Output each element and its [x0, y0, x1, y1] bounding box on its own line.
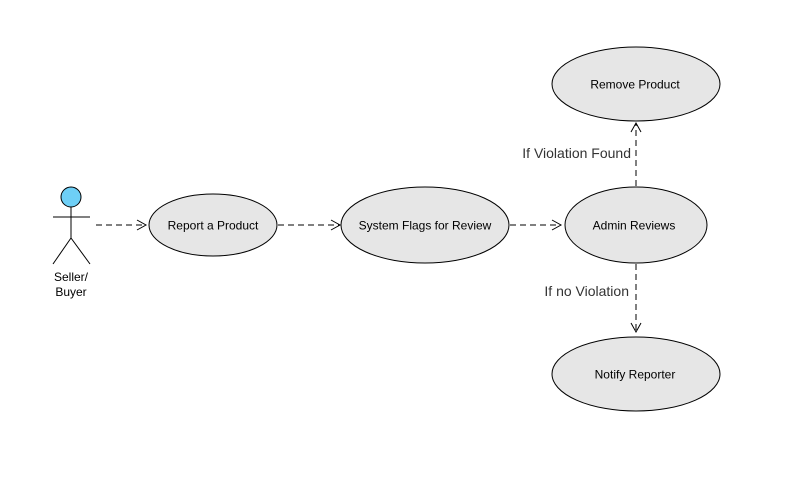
edge-admin-to-notify: If no Violation: [544, 264, 642, 334]
use-case-report-product[interactable]: Report a Product: [148, 193, 278, 257]
actor-label-line2: Buyer: [55, 285, 86, 299]
actor-left-leg: [52, 237, 72, 265]
edge-label-violation-found: If Violation Found: [522, 145, 631, 161]
use-case-system-flags[interactable]: System Flags for Review: [340, 186, 510, 264]
arrowhead: [136, 219, 148, 231]
use-case-label: Report a Product: [168, 219, 259, 233]
edge-label-no-violation: If no Violation: [544, 283, 629, 299]
edge-admin-to-remove: If Violation Found: [522, 121, 642, 186]
use-case-label: Remove Product: [590, 78, 680, 92]
use-case-remove-product[interactable]: Remove Product: [551, 46, 721, 122]
arrowhead: [551, 219, 563, 231]
use-case-admin-reviews[interactable]: Admin Reviews: [564, 186, 708, 264]
actor-right-leg: [70, 237, 91, 265]
edge-flag-to-admin: [510, 219, 563, 231]
use-case-ellipse[interactable]: [148, 193, 278, 257]
actor-head: [60, 186, 82, 208]
use-case-label: Notify Reporter: [595, 368, 676, 382]
use-case-label: Admin Reviews: [593, 219, 676, 233]
use-case-ellipse[interactable]: [340, 186, 510, 264]
actor-label-line1: Seller/: [54, 270, 89, 284]
use-case-ellipse[interactable]: [564, 186, 708, 264]
actor-seller-buyer: Seller/ Buyer: [52, 186, 91, 299]
use-case-ellipse[interactable]: [551, 46, 721, 122]
arrowhead: [630, 322, 642, 334]
arrowhead: [630, 121, 642, 133]
use-case-ellipse[interactable]: [551, 336, 721, 412]
use-case-notify-reporter[interactable]: Notify Reporter: [551, 336, 721, 412]
arrowhead: [330, 219, 342, 231]
edge-actor-to-report: [96, 219, 148, 231]
use-case-label: System Flags for Review: [359, 219, 492, 233]
edge-report-to-flag: [278, 219, 342, 231]
